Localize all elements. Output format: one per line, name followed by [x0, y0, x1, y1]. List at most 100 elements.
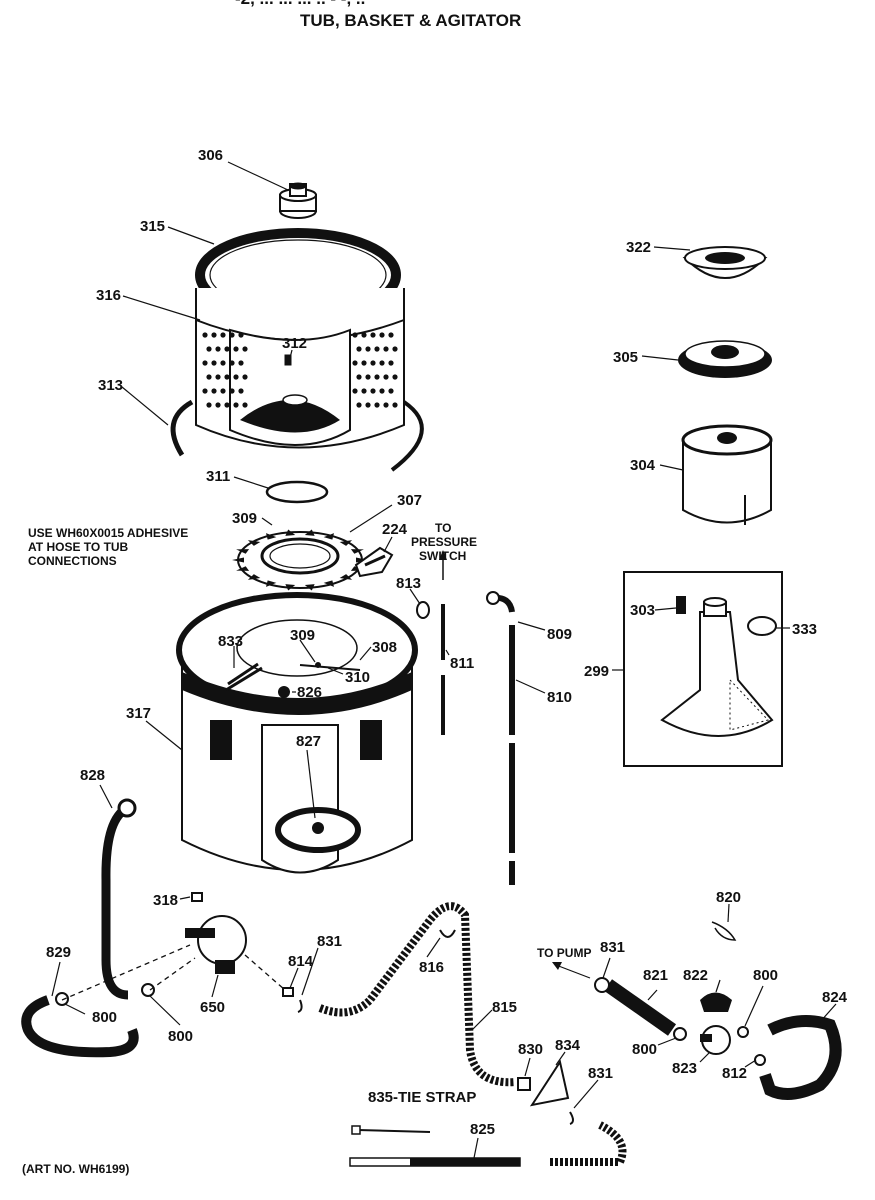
callout-814: 814	[288, 953, 314, 970]
gear-tooth	[350, 549, 364, 554]
basket-hole	[202, 360, 208, 366]
callout-305: 305	[613, 349, 638, 366]
gear-tooth	[304, 584, 315, 591]
callouts: 306 315 316 312 313 311 309 307 224 813 …	[46, 147, 848, 1138]
gear-tooth	[304, 529, 315, 536]
callout-800c: 800	[753, 967, 778, 984]
adhesive-note-line3: CONNECTIONS	[28, 554, 117, 568]
dispenser-305	[678, 340, 772, 378]
basket-hole	[233, 402, 239, 408]
callout-650: 650	[200, 999, 225, 1016]
agitator-box-299	[623, 571, 783, 767]
callout-831b: 831	[588, 1065, 613, 1082]
callout-815: 815	[492, 999, 517, 1016]
gear-tooth	[323, 533, 334, 540]
callout-827: 827	[296, 733, 321, 750]
tie-strap-label: 835-TIE STRAP	[368, 1089, 476, 1106]
page-title: TUB, BASKET & AGITATOR	[300, 11, 521, 30]
gear-tooth	[339, 540, 353, 546]
basket-hole	[220, 388, 226, 394]
gear-tooth	[285, 529, 296, 536]
plug-826	[278, 686, 290, 698]
basket-hole	[374, 346, 380, 352]
grommet-813	[416, 601, 430, 619]
callout-315: 315	[140, 218, 165, 235]
callout-316: 316	[96, 287, 121, 304]
callout-828: 828	[80, 767, 105, 784]
callout-826: 826	[297, 684, 322, 701]
basket-hole	[356, 346, 362, 352]
basket-hole	[238, 388, 244, 394]
callout-811: 811	[450, 655, 474, 672]
basket-hole	[379, 360, 385, 366]
clip-318	[191, 892, 203, 902]
tub-cover-307	[232, 529, 368, 591]
basket-hole	[202, 332, 208, 338]
tie-strap-835	[357, 1129, 431, 1133]
filter-834	[529, 1059, 570, 1107]
agitator-303	[660, 596, 774, 737]
basket-hole	[365, 346, 371, 352]
basket-hole	[211, 332, 217, 338]
clamp-814	[282, 987, 294, 997]
callout-829: 829	[46, 944, 71, 961]
callout-309a: 309	[232, 510, 257, 527]
callout-312: 312	[282, 335, 307, 352]
basket-hole	[383, 346, 389, 352]
callout-800b: 800	[168, 1028, 193, 1045]
agitator-hub-306	[279, 182, 317, 219]
callout-830: 830	[518, 1041, 543, 1058]
callout-812: 812	[722, 1065, 747, 1082]
basket-hole	[361, 332, 367, 338]
adhesive-note-line1: USE WH60X0015 ADHESIVE	[28, 526, 188, 540]
gear-tooth	[247, 540, 261, 546]
callout-816: 816	[419, 959, 444, 976]
gear-tooth	[285, 584, 296, 591]
callout-831c: 831	[600, 939, 625, 956]
gear-tooth	[266, 580, 277, 587]
basket-perforations	[202, 332, 398, 408]
basket-hole	[379, 388, 385, 394]
callout-810: 810	[547, 689, 572, 706]
basket-hole	[388, 388, 394, 394]
hose-829	[21, 995, 139, 1058]
callout-821: 821	[643, 967, 668, 984]
basket-hole	[238, 360, 244, 366]
callout-822: 822	[683, 967, 708, 984]
basket-hole	[392, 402, 398, 408]
hose-313	[170, 399, 194, 457]
callout-310: 310	[345, 669, 370, 686]
coupling-830	[517, 1077, 531, 1091]
basket-hole	[215, 374, 221, 380]
valve-822	[700, 992, 732, 1012]
callout-813: 813	[396, 575, 421, 592]
pressure-note-line2: PRESSURE	[411, 535, 477, 549]
callout-303: 303	[630, 602, 655, 619]
callout-800a: 800	[92, 1009, 117, 1026]
callout-304: 304	[630, 457, 656, 474]
to-pump-label: TO PUMP	[537, 946, 591, 960]
hose-815	[318, 902, 516, 1087]
basket-hole	[370, 388, 376, 394]
callout-308: 308	[372, 639, 397, 656]
basket-hole	[352, 332, 358, 338]
pump-650	[185, 915, 247, 974]
basket-hole	[242, 346, 248, 352]
gear-tooth	[247, 574, 261, 580]
callout-834: 834	[555, 1037, 581, 1054]
basket-hole	[352, 360, 358, 366]
basket-hole	[361, 360, 367, 366]
basket-hole	[383, 402, 389, 408]
basket-hole	[206, 402, 212, 408]
callout-833: 833	[218, 633, 243, 650]
callout-306: 306	[198, 147, 223, 164]
basket-hole	[233, 346, 239, 352]
basket-hole	[202, 388, 208, 394]
basket-hole	[233, 374, 239, 380]
callout-307: 307	[397, 492, 422, 509]
cap-322	[682, 246, 768, 279]
hose-824	[759, 1015, 842, 1100]
pressure-note-line3: SWITCH	[419, 549, 466, 563]
basket-hole	[229, 360, 235, 366]
